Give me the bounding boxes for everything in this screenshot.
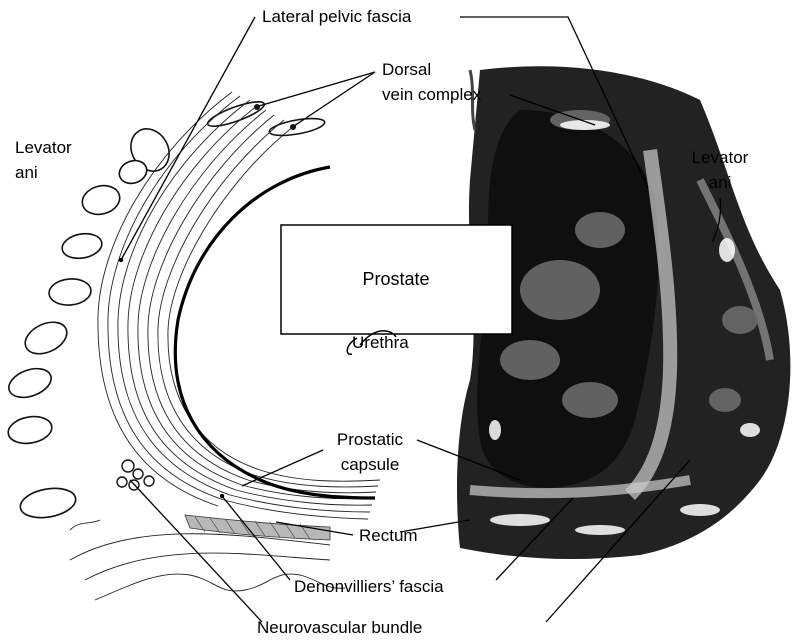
neurovascular-bundle-label: Neurovascular bundle bbox=[257, 618, 422, 637]
rectum-label: Rectum bbox=[359, 526, 418, 545]
schematic-drawing bbox=[5, 92, 380, 600]
prostate-label: Prostate bbox=[362, 269, 429, 289]
dorsal-vein-complex-label-line2: vein complex bbox=[382, 85, 482, 104]
denonvilliers-fascia-label: Denonvilliers’ fascia bbox=[294, 577, 444, 596]
urethra: Urethra bbox=[347, 331, 409, 354]
levator-ani-left-label-line2: ani bbox=[15, 163, 38, 182]
prostatic-capsule-label-line1: Prostatic bbox=[337, 430, 404, 449]
prostate-label-box: Prostate bbox=[281, 225, 512, 334]
urethra-label: Urethra bbox=[352, 333, 409, 352]
levator-ani-right-label-line2: ani bbox=[709, 173, 732, 192]
lateral-pelvic-fascia-label: Lateral pelvic fascia bbox=[262, 7, 412, 26]
prostatic-capsule-label-line2: capsule bbox=[341, 455, 400, 474]
levator-ani-left-label-line1: Levator bbox=[15, 138, 72, 157]
dorsal-vein-complex-label-line1: Dorsal bbox=[382, 60, 431, 79]
levator-ani-right-label-line1: Levator bbox=[692, 148, 749, 167]
